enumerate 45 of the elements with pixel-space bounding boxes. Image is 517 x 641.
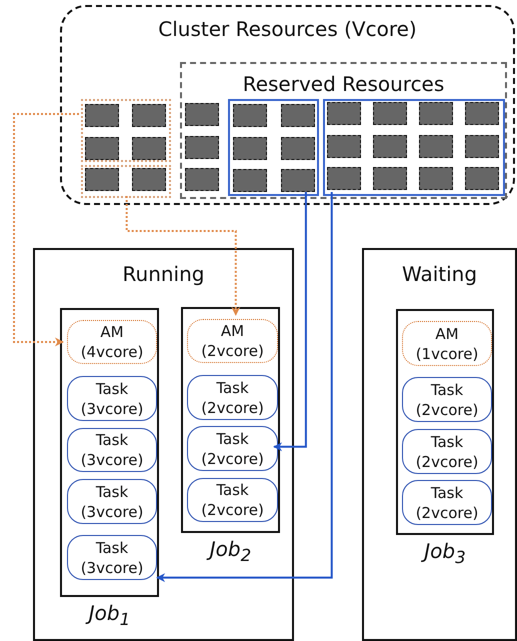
panel-title: Waiting (400, 262, 478, 286)
arrow (156, 192, 333, 582)
arrow (273, 192, 307, 452)
state-panel (33, 248, 294, 641)
resource-label: Task (3vcore) (80, 482, 144, 522)
resource-label: Task (2vcore) (200, 428, 265, 470)
task-container (67, 428, 157, 472)
panel-title: Running (122, 262, 206, 286)
task-container (67, 376, 157, 421)
resource-label: Task (2vcore) (200, 378, 265, 418)
resource-label: Task (3vcore) (80, 538, 144, 578)
job-label: Job$_{2}$ (183, 537, 278, 565)
panel-title: Cluster Resources (Vcore) (157, 17, 418, 41)
cluster-panel (60, 5, 515, 205)
core-group-frame (81, 165, 171, 198)
resource-label: Task (2vcore) (200, 480, 265, 521)
state-panel (362, 248, 517, 641)
resource-label: AM (1vcore) (414, 324, 480, 364)
arrow (126, 196, 240, 316)
resource-label: Task (2vcore) (414, 380, 480, 420)
task-container (67, 479, 157, 524)
core-group-frame (323, 99, 505, 196)
am-container (67, 320, 157, 364)
job-label: Job$_{1}$ (62, 601, 157, 629)
core-group-frame (228, 99, 319, 196)
reserved-panel (180, 62, 507, 199)
panel-title: Reserved Resources (242, 72, 446, 96)
resource-label: AM (2vcore) (200, 321, 265, 362)
resource-label: AM (4vcore) (80, 322, 144, 363)
arrow (13, 113, 79, 346)
task-container (402, 429, 492, 474)
task-container (402, 480, 492, 525)
resource-label: Task (3vcore) (80, 430, 144, 471)
resource-label: Task (3vcore) (80, 378, 144, 420)
resource-label: Task (2vcore) (414, 482, 480, 524)
task-container (187, 426, 278, 471)
task-container (187, 478, 278, 522)
task-container (67, 535, 157, 580)
core-group-frame (81, 99, 171, 162)
am-container (187, 319, 278, 363)
resource-label: Task (2vcore) (414, 432, 480, 472)
job-label: Job$_{3}$ (398, 539, 492, 567)
task-container (187, 375, 278, 420)
task-container (402, 377, 492, 422)
am-container (402, 321, 492, 366)
